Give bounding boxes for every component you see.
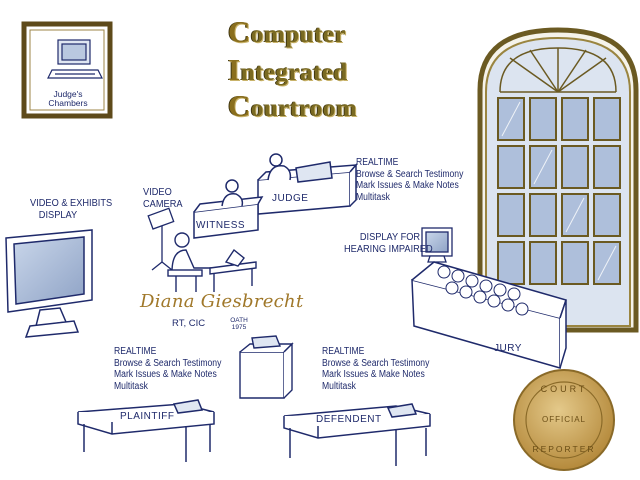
video-exhibits-label: VIDEO & EXHIBITS DISPLAY (30, 197, 112, 221)
title-line-1-cap: C (228, 14, 251, 49)
judge-feature-4: Multitask (356, 192, 463, 204)
plaintiff-label: PLAINTIFF (120, 411, 175, 422)
judge-label: JUDGE (272, 193, 308, 204)
defendent-feature-4: Multitask (322, 381, 429, 393)
judge-bench (258, 154, 356, 214)
clerk-desk (240, 336, 292, 398)
video-camera (148, 208, 173, 270)
court-reporter-figure (168, 233, 256, 292)
hearing-impaired-line2: HEARING IMPAIRED (344, 243, 433, 255)
plaintiff-table (78, 400, 214, 462)
video-camera-label: VIDEO CAMERA (143, 186, 183, 210)
title-line-2-rest: ntegrated (241, 59, 348, 86)
title-line-3-cap: C (228, 88, 251, 123)
chambers-label: Judge's Chambers (44, 90, 92, 108)
plaintiff-feature-1: REALTIME (114, 346, 221, 358)
title-line-1-rest: omputer (251, 21, 346, 48)
defendent-feature-1: REALTIME (322, 346, 429, 358)
defendent-feature-2: Browse & Search Testimony (322, 358, 429, 370)
title-line-2-cap: I (228, 52, 241, 87)
seal-bottom-text: REPORTER (528, 444, 600, 454)
reporter-credentials: RT, CIC (172, 318, 205, 329)
hearing-impaired-line1: DISPLAY FOR (344, 231, 433, 243)
judge-feature-1: REALTIME (356, 157, 463, 169)
jury-label: JURY (494, 343, 522, 354)
defendent-label: DEFENDENT (316, 414, 382, 425)
seal-top-text: COURT (538, 384, 590, 394)
reporter-oath: OATH 1975 (228, 318, 250, 331)
reporter-oath-line2: 1975 (228, 325, 250, 332)
video-camera-line1: VIDEO (143, 186, 183, 198)
title-line-3-rest: ourtroom (251, 95, 357, 122)
seal-middle-text: OFFICIAL (534, 415, 594, 424)
video-camera-line2: CAMERA (143, 198, 183, 210)
plaintiff-feature-3: Mark Issues & Make Notes (114, 369, 221, 381)
title-line-3: Courtroom (228, 88, 357, 124)
title-line-2: Integrated (228, 52, 348, 88)
title-line-1: Computer (228, 14, 346, 50)
video-exhibits-line2: DISPLAY (30, 209, 112, 221)
judge-features: REALTIME Browse & Search Testimony Mark … (356, 157, 463, 203)
judge-feature-3: Mark Issues & Make Notes (356, 180, 463, 192)
witness-label: WITNESS (196, 220, 245, 231)
plaintiff-feature-2: Browse & Search Testimony (114, 358, 221, 370)
plaintiff-feature-4: Multitask (114, 381, 221, 393)
plaintiff-features: REALTIME Browse & Search Testimony Mark … (114, 346, 221, 392)
defendent-feature-3: Mark Issues & Make Notes (322, 369, 429, 381)
judge-feature-2: Browse & Search Testimony (356, 169, 463, 181)
chambers-label-line2: Chambers (44, 99, 92, 108)
hearing-impaired-label: DISPLAY FOR HEARING IMPAIRED (344, 231, 433, 255)
video-exhibits-line1: VIDEO & EXHIBITS (30, 197, 112, 209)
video-exhibits-monitor (6, 230, 92, 337)
reporter-name: Diana Giesbrecht (140, 291, 303, 312)
defendent-features: REALTIME Browse & Search Testimony Mark … (322, 346, 429, 392)
